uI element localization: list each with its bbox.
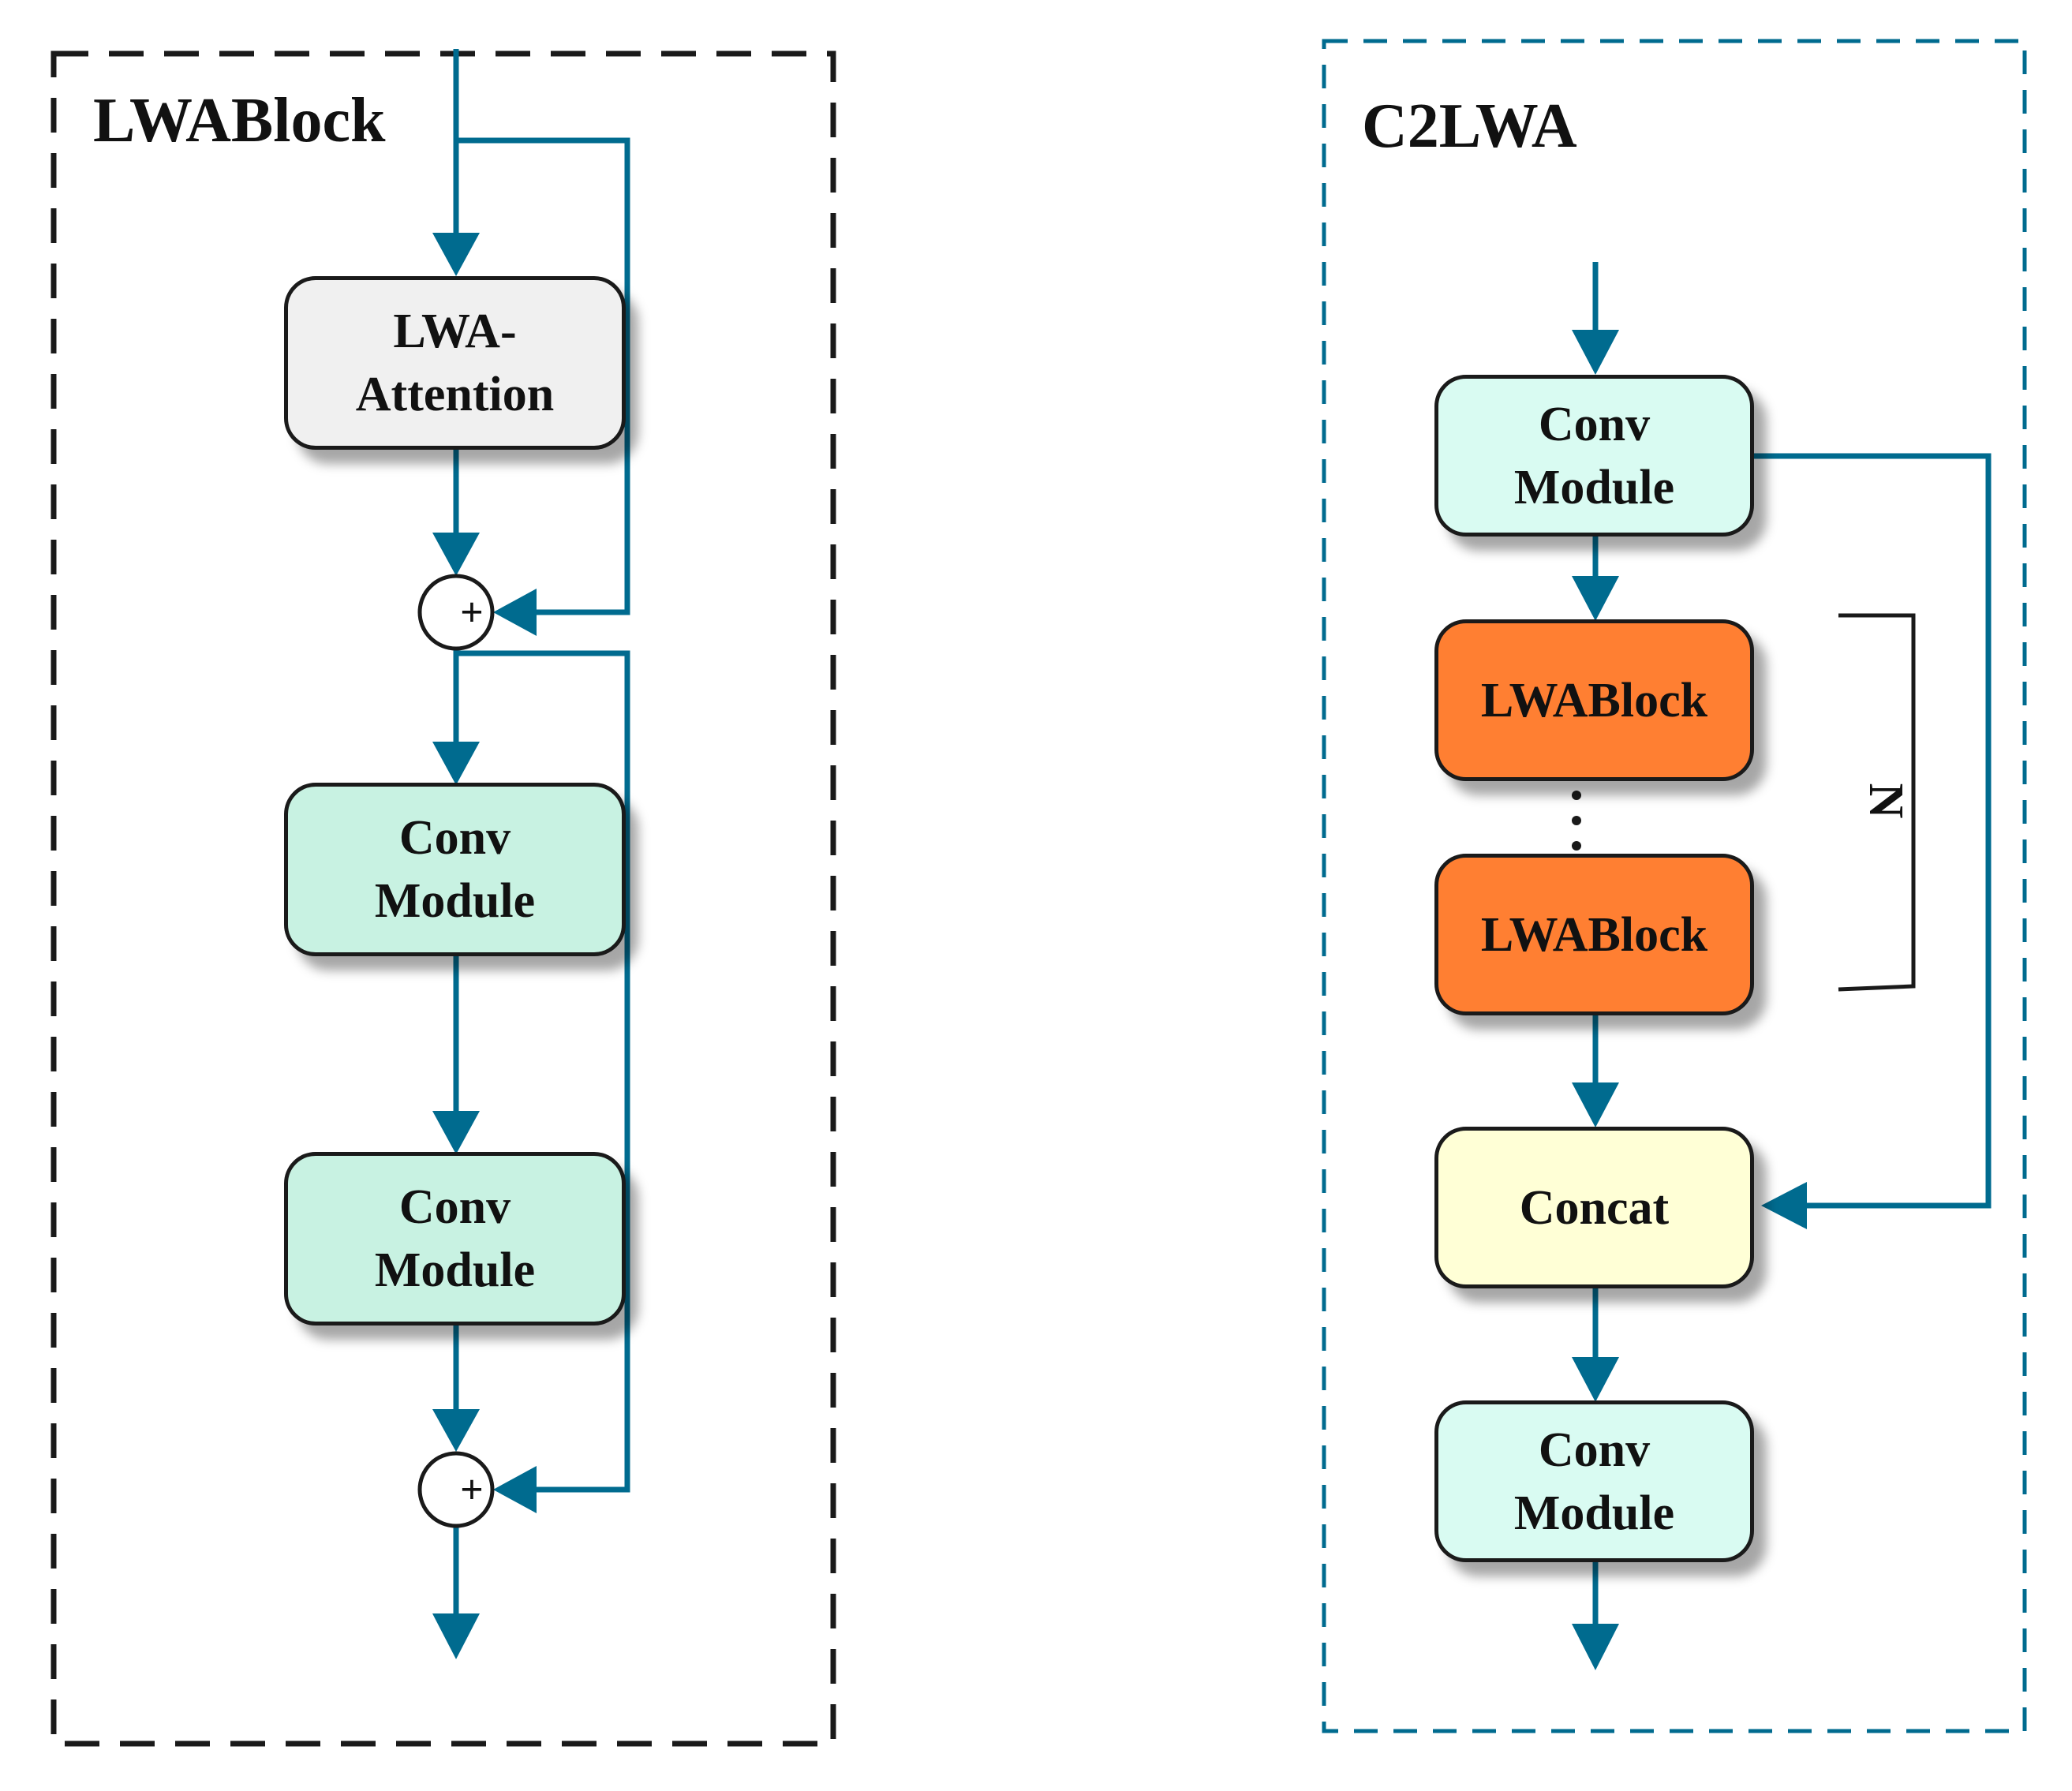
left-conv-module-2: Conv Module [284, 1152, 626, 1325]
right-arrowhead-conv-top [1572, 330, 1619, 375]
lwablock-1-label: LWABlock [1480, 673, 1708, 727]
right-arrowhead-concat [1572, 1082, 1619, 1127]
right-panel-border [1322, 39, 2027, 1733]
right-arrowhead-conv-bottom [1572, 1357, 1619, 1402]
lwa-attention-label: LWA- Attention [355, 305, 555, 421]
left-panel-title: LWABlock [93, 86, 386, 155]
concat-block: Concat [1434, 1127, 1754, 1288]
ellipsis-dot-3 [1572, 841, 1581, 851]
lwa-attention-block: LWA- Attention [284, 276, 626, 450]
right-conv-module-bottom: Conv Module [1434, 1400, 1754, 1562]
repeat-count-label: N [1859, 783, 1913, 819]
concat-label: Concat [1519, 1180, 1670, 1235]
right-conv-module-top-label: Conv Module [1513, 397, 1675, 514]
left-arrowhead-skip2 [493, 1466, 537, 1513]
left-arrowhead-output [432, 1613, 480, 1659]
repeat-bracket [1838, 613, 1916, 992]
left-arrowhead-conv2 [432, 1111, 480, 1154]
right-conv-module-top: Conv Module [1434, 375, 1754, 537]
left-arrowhead-attention [432, 233, 480, 276]
left-skip-connection-1 [456, 137, 630, 615]
left-conv-module-1: Conv Module [284, 783, 626, 956]
left-arrowhead-add1 [432, 533, 480, 576]
right-arrowhead-output [1572, 1624, 1619, 1670]
right-arrowhead-lwablock [1572, 576, 1619, 621]
left-panel-border [50, 50, 836, 1747]
left-skip-connection-2 [456, 650, 630, 1493]
left-add-node-1 [417, 574, 495, 651]
left-add-symbol-1: + [460, 590, 484, 635]
left-add-node-2 [417, 1451, 495, 1528]
left-conv-module-2-label: Conv Module [374, 1180, 536, 1297]
left-add-symbol-2: + [460, 1468, 484, 1512]
lwablock-1: LWABlock [1434, 619, 1754, 781]
left-arrowhead-conv1 [432, 742, 480, 785]
left-arrowhead-add2 [432, 1409, 480, 1452]
lwablock-2-label: LWABlock [1480, 907, 1708, 962]
right-panel-title: C2LWA [1362, 92, 1577, 161]
right-arrowhead-skip [1761, 1182, 1807, 1229]
left-conv-module-1-label: Conv Module [374, 811, 536, 928]
ellipsis-dot-1 [1572, 791, 1581, 800]
ellipsis-dot-2 [1572, 816, 1581, 825]
left-arrowhead-skip1 [493, 589, 537, 636]
lwablock-2: LWABlock [1434, 854, 1754, 1015]
right-skip-connection [1752, 453, 1992, 1209]
right-conv-module-bottom-label: Conv Module [1513, 1423, 1675, 1540]
